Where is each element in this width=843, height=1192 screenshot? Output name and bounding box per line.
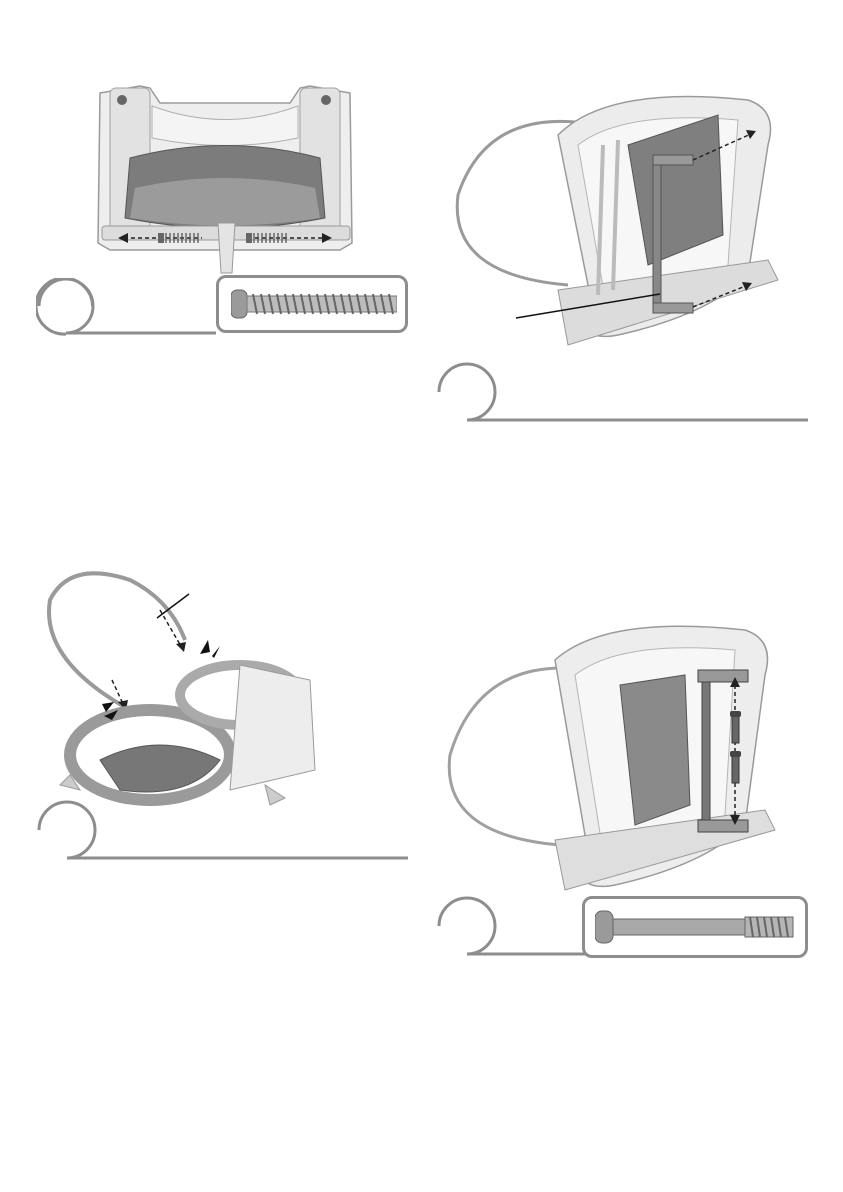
- step-3-callout-line: [155, 592, 191, 620]
- step-2-callout-line: [66, 210, 546, 350]
- step-3-badge: [36, 800, 408, 862]
- step-4-part-box: [582, 896, 808, 958]
- press-indicator-icon: [198, 638, 222, 658]
- step-2-badge: [436, 362, 808, 424]
- long-bolt-icon: [595, 907, 795, 947]
- step-4-illustration: [440, 615, 790, 895]
- press-indicator-icon: [100, 700, 124, 720]
- step-2-callout-line: [512, 290, 662, 330]
